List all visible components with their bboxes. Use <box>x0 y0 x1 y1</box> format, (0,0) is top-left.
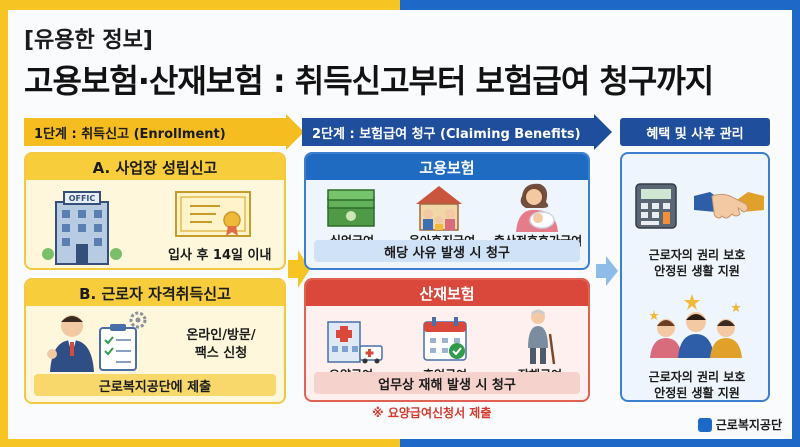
handshake-icon <box>694 192 764 219</box>
step3-banner: 혜택 및 사후 관리 <box>620 118 770 146</box>
agency-logo-icon <box>697 417 712 432</box>
left-frame-bar <box>0 0 8 447</box>
employment-insurance-title: 고용보험 <box>306 154 588 180</box>
benefit-stable-living-1: 안정된 생활 지원 <box>654 264 740 278</box>
step1-banner: 1단계 : 취득신고 (Enrollment) <box>24 118 286 146</box>
office-building-icon: OFFIC <box>42 191 122 265</box>
flow-arrow-right-icon <box>288 250 310 288</box>
step2-arrow-tip <box>594 114 612 150</box>
calendar-icon <box>423 317 467 361</box>
subtitle: [유용한 정보] <box>24 28 153 53</box>
money-stack-icon <box>327 189 375 227</box>
page-title: 고용보험·산재보험 : 취득신고부터 보험급여 청구까지 <box>24 62 714 100</box>
worker-acquisition-box: B. 근로자 자격취득신고 온라인/방문/ 팩스 신청 근로복지공단에 제출 <box>24 278 286 404</box>
elderly-cane-icon <box>528 309 556 365</box>
step1-arrow-tip <box>286 114 304 150</box>
application-method-line1: 온라인/방문/ <box>186 328 256 343</box>
right-frame-bar <box>792 0 800 447</box>
workplace-registration-box: A. 사업장 성립신고 OFFIC 입사 후 14일 이내 <box>24 152 286 270</box>
benefit-rights-protection-2: 근로자의 권리 보호 <box>648 370 746 384</box>
calculator-icon <box>635 183 677 229</box>
industrial-insurance-title: 산재보험 <box>306 280 588 306</box>
happy-workers-icon <box>649 294 742 358</box>
bottom-frame-bar-blue <box>400 439 800 447</box>
worker-acquisition-title: B. 근로자 자격취득신고 <box>26 280 284 306</box>
workplace-registration-title: A. 사업장 성립신고 <box>26 154 284 180</box>
top-frame-bar <box>0 0 800 10</box>
flow-arrow-right-blue-icon <box>596 256 618 286</box>
medical-application-note: ※ 요양급여신청서 제출 <box>372 406 492 420</box>
benefit-rights-protection-1: 근로자의 권리 보호 <box>648 248 746 262</box>
hospital-ambulance-icon <box>327 321 383 364</box>
benefits-box: 근로자의 권리 보호 안정된 생활 지원 근로자의 권리 보호 안정된 생활 지… <box>620 152 770 402</box>
certificate-icon <box>175 191 251 237</box>
step2-banner: 2단계 : 보험급여 청구 (Claiming Benefits) <box>302 118 594 146</box>
mother-baby-icon <box>516 183 558 232</box>
agency-logo-text: 근로복지공단 <box>715 418 782 432</box>
application-method-line2: 팩스 신청 <box>194 346 248 361</box>
bottom-frame-bar-yellow <box>0 439 400 447</box>
family-house-icon <box>416 186 462 231</box>
industrial-claim-condition: 업무상 재해 발생 시 청구 <box>314 372 580 394</box>
employment-insurance-box: 고용보험 실업급여 육아휴직급여 출산전후휴가급여 해당 사유 발생 시 청구 <box>304 152 590 270</box>
submit-to-agency: 근로복지공단에 제출 <box>34 374 276 396</box>
worker-with-checklist-icon <box>47 311 147 372</box>
agency-logo: 근로복지공단 <box>697 416 782 433</box>
building-sign-text: OFFIC <box>69 194 96 203</box>
benefit-stable-living-2: 안정된 생활 지원 <box>654 386 740 400</box>
employment-claim-condition: 해당 사유 발생 시 청구 <box>314 240 580 262</box>
registration-deadline: 입사 후 14일 이내 <box>168 248 272 263</box>
industrial-insurance-box: 산재보험 요양급여 휴업급여 장해급여 업무상 재해 발생 시 청구 <box>304 278 590 402</box>
